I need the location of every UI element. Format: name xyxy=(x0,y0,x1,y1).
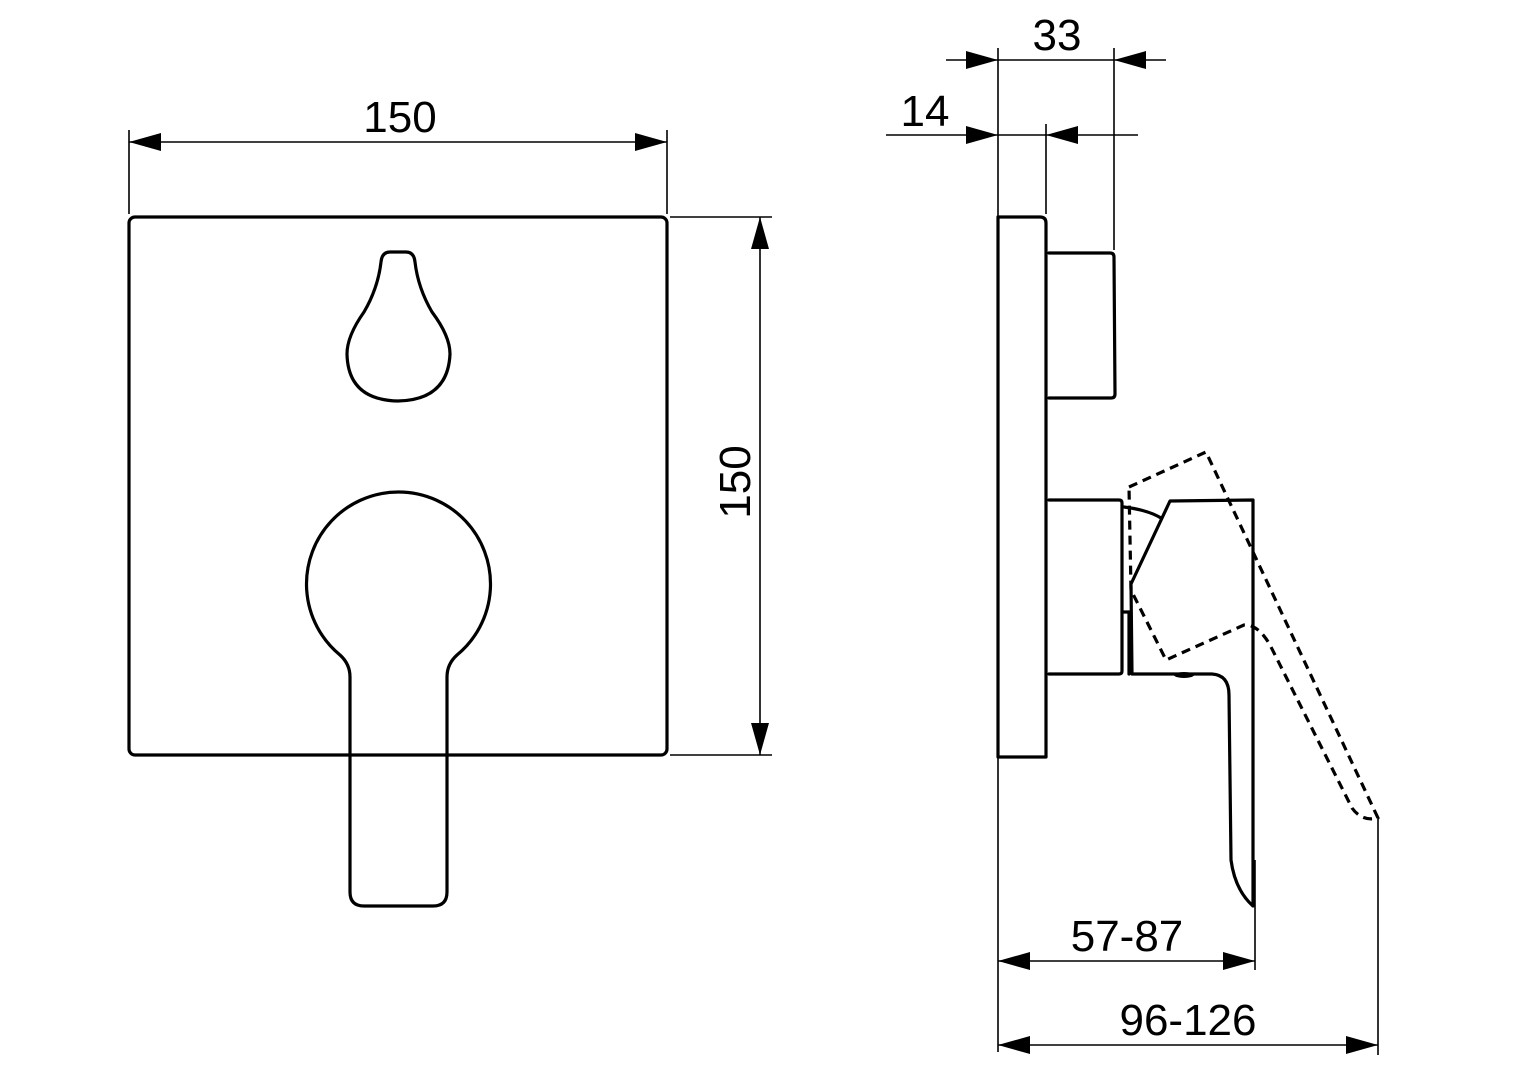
side-depth-plate-label: 14 xyxy=(901,87,950,136)
side-mixer-body xyxy=(1047,498,1124,676)
side-diverter-knob xyxy=(1047,251,1117,400)
front-height-label: 150 xyxy=(711,445,760,518)
side-lever-depth-label: 57-87 xyxy=(1071,912,1184,961)
front-plate-outline xyxy=(127,215,669,757)
side-total-depth-label: 96-126 xyxy=(1119,996,1256,1045)
front-view: 150 150 xyxy=(127,93,772,908)
side-plate-outline xyxy=(996,215,1048,759)
lever-handle-outline xyxy=(304,490,493,908)
side-lever-solid xyxy=(1129,498,1255,908)
side-depth-body-label: 33 xyxy=(1033,11,1082,60)
side-view: 33 14 57-87 96-126 xyxy=(886,11,1380,1055)
front-width-label: 150 xyxy=(363,93,436,142)
diverter-knob-outline xyxy=(345,250,452,403)
